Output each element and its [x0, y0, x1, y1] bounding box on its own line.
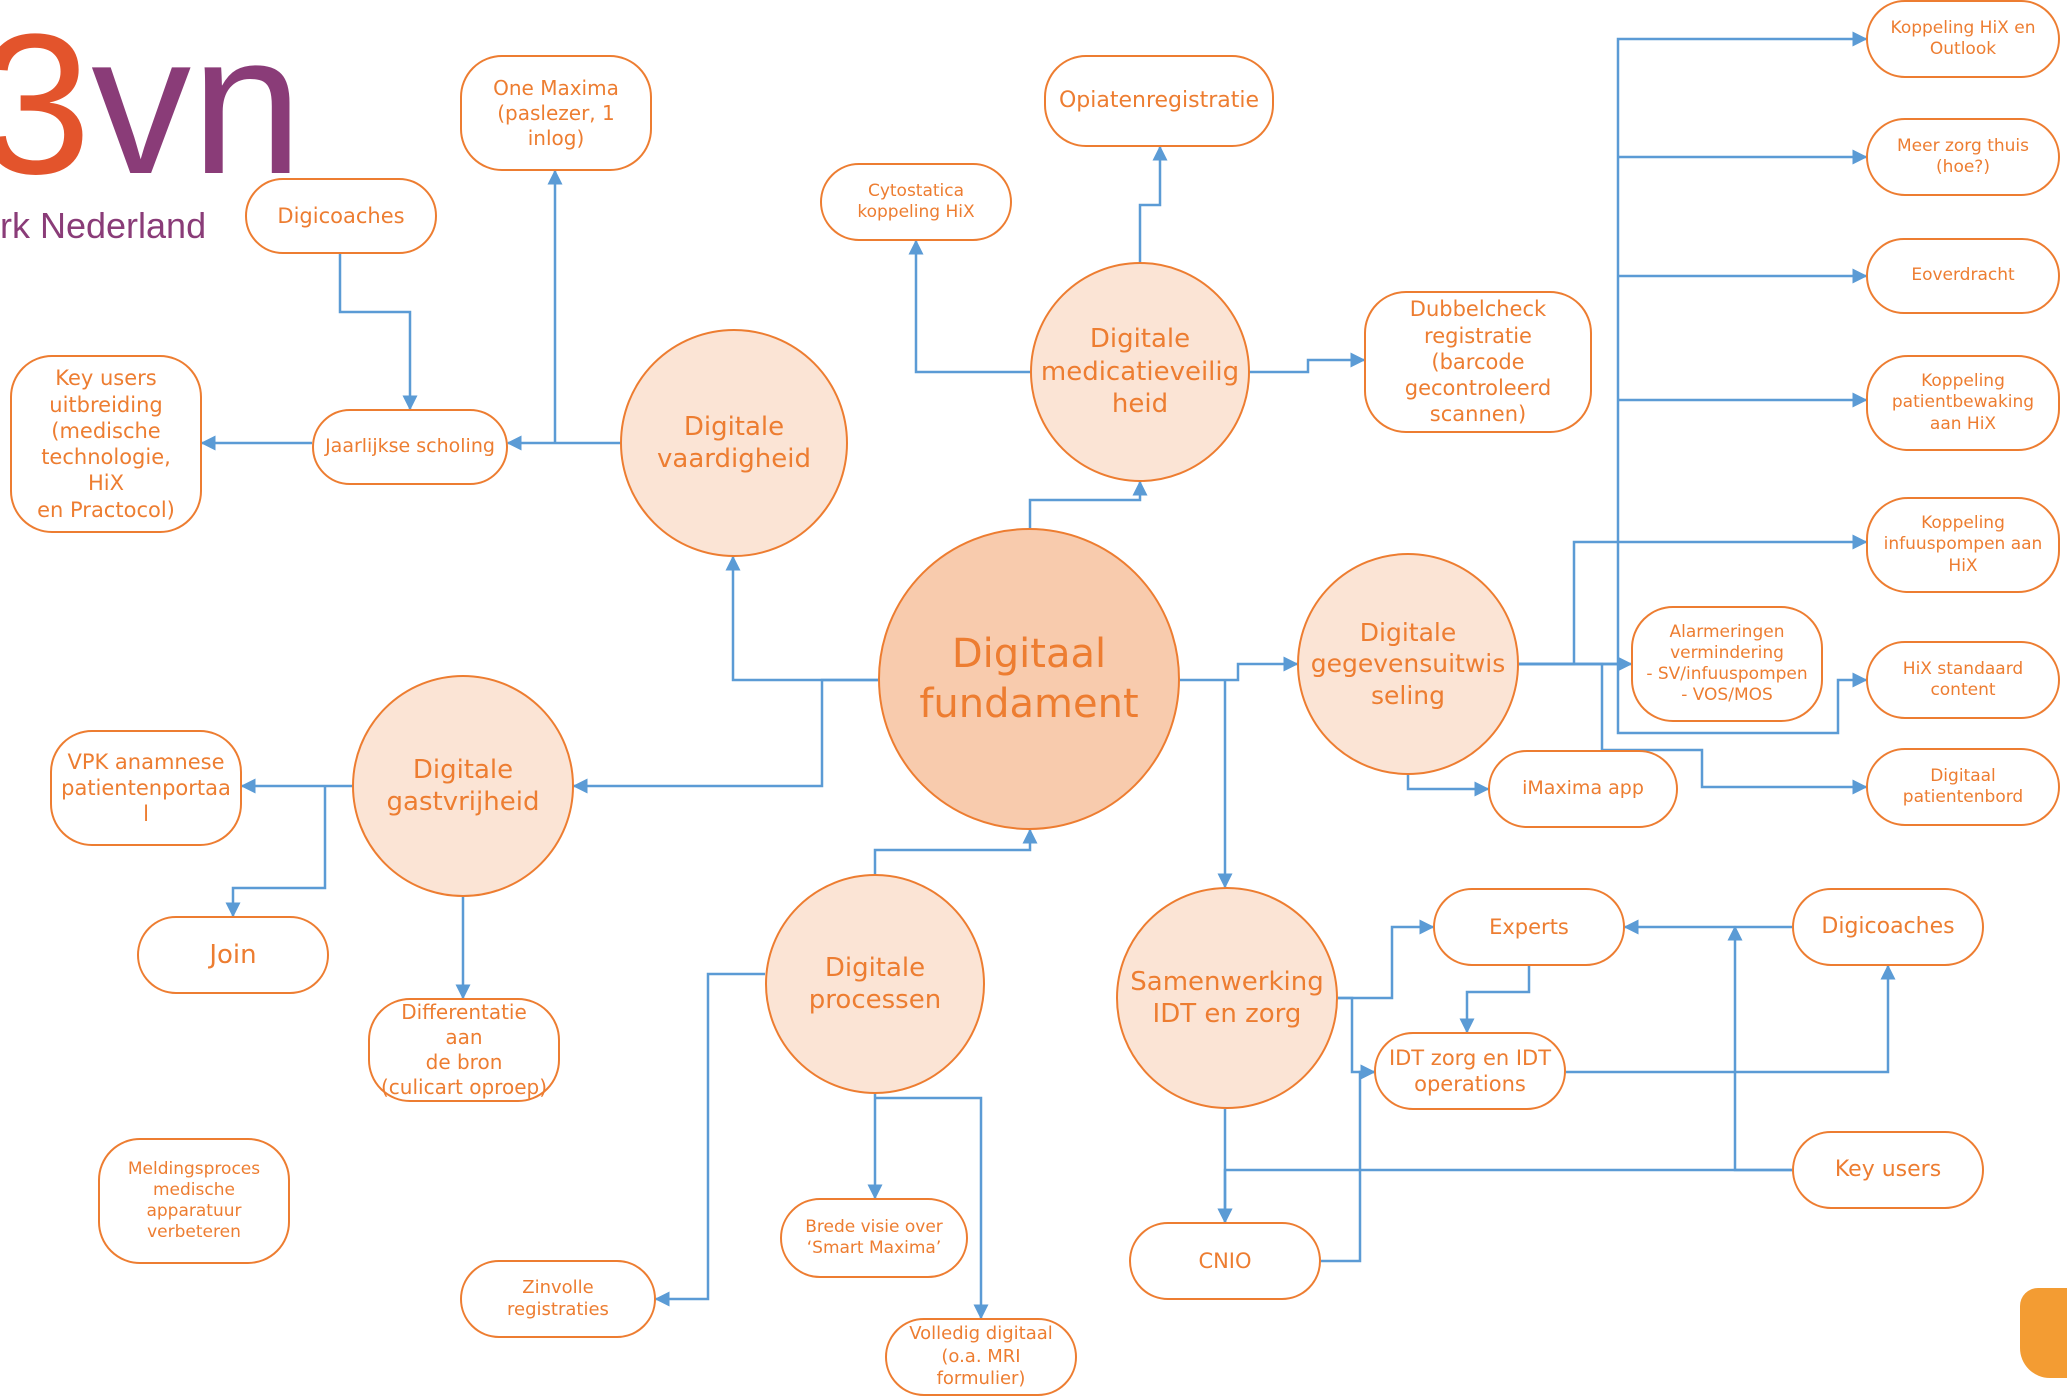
node-digitaal-fundament: Digitaal fundament: [878, 528, 1180, 830]
connector-cnio-to-idtzorg: [1321, 1064, 1376, 1263]
connector-gastvrijheid-to-join: [225, 786, 327, 918]
node-koppeling-patientbewaking: Koppeling patientbewaking aan HiX: [1866, 355, 2060, 451]
node-differentatie: Differentatie aan de bron (culicart opro…: [368, 998, 560, 1102]
node-samenwerking-idt-zorg: Samenwerking IDT en zorg: [1116, 887, 1338, 1109]
node-meer-zorg-thuis: Meer zorg thuis (hoe?): [1866, 118, 2060, 196]
logo-mark: 3vn: [0, 5, 302, 205]
node-alarmeringen: Alarmeringen vermindering - SV/infuuspom…: [1631, 606, 1823, 722]
connector-gegevens-to-patientenbord: [1519, 662, 1868, 795]
node-digitale-gastvrijheid: Digitale gastvrijheid: [352, 675, 574, 897]
connector-keyusers-to-cnio: [1217, 1168, 1792, 1224]
node-volledig-digitaal: Volledig digitaal (o.a. MRI formulier): [885, 1318, 1077, 1396]
logo-letters: vn: [91, 0, 303, 216]
connector-center-to-medicatie: [1028, 480, 1148, 528]
node-experts: Experts: [1433, 888, 1625, 966]
node-cnio: CNIO: [1129, 1222, 1321, 1300]
node-imaxima-app: iMaxima app: [1488, 750, 1678, 828]
crest-logo: [2020, 1288, 2067, 1378]
connector-center-to-gastvrijheid: [572, 678, 878, 794]
node-koppeling-outlook: Koppeling HiX en Outlook: [1866, 0, 2060, 78]
node-koppeling-infuuspompen: Koppeling infuuspompen aan HiX: [1866, 497, 2060, 593]
node-idt-zorg-operations: IDT zorg en IDT operations: [1374, 1032, 1566, 1110]
connector-experts-to-idtzorg: [1459, 966, 1531, 1034]
node-one-maxima: One Maxima (paslezer, 1 inlog): [460, 55, 652, 171]
connector-processen-to-volledig: [875, 1096, 989, 1320]
node-digitaal-patientenbord: Digitaal patientenbord: [1866, 748, 2060, 826]
node-digitale-vaardigheid: Digitale vaardigheid: [620, 329, 848, 557]
node-dubbelcheck: Dubbelcheck registratie (barcode gecontr…: [1364, 291, 1592, 433]
connector-medicatie-to-opiaten: [1138, 145, 1168, 262]
connector-medicatie-to-dubbelcheck: [1250, 352, 1366, 374]
logo-subtitle: rk Nederland: [0, 205, 207, 246]
logo-digit: 3: [0, 0, 92, 216]
connector-processen-to-zinvolle: [654, 972, 765, 1307]
node-join: Join: [137, 916, 329, 994]
node-digicoaches-top: Digicoaches: [245, 178, 437, 254]
connector-digicoaches-to-scholing: [338, 254, 418, 411]
node-eoverdracht: Eoverdracht: [1866, 238, 2060, 314]
connector-samenwerking-to-idtzorg: [1338, 996, 1376, 1080]
node-key-users-uitbreiding: Key users uitbreiding (medische technolo…: [10, 355, 202, 533]
connector-center-to-gegevens: [1180, 656, 1299, 682]
node-smart-maxima: Brede visie over ‘Smart Maxima’: [780, 1198, 968, 1278]
node-vpk-anamnese: VPK anamnese patientenportaa l: [50, 730, 242, 846]
node-jaarlijkse-scholing: Jaarlijkse scholing: [312, 409, 508, 485]
node-digitale-gegevensuitwisseling: Digitale gegevensuitwis seling: [1297, 553, 1519, 775]
connector-processen-to-center: [873, 828, 1038, 874]
node-opiatenregistratie: Opiatenregistratie: [1044, 55, 1274, 147]
node-zinvolle-registraties: Zinvolle registraties: [460, 1260, 656, 1338]
connector-center-to-vaardigheid: [725, 555, 878, 682]
connector-gegevens-to-imaxima: [1406, 775, 1490, 797]
node-meldingsproces: Meldingsproces medische apparatuur verbe…: [98, 1138, 290, 1264]
node-hix-standaard-content: HiX standaard content: [1866, 641, 2060, 719]
node-digitale-medicatieveiligheid: Digitale medicatieveilig heid: [1030, 262, 1250, 482]
node-digicoaches-right: Digicoaches: [1792, 888, 1984, 966]
connector-samenwerking-to-experts: [1338, 919, 1435, 1000]
connector-keyusers-to-experts: [1727, 925, 1792, 1172]
connector-medicatie-to-cytostatica: [908, 239, 1030, 374]
node-digitale-processen: Digitale processen: [765, 874, 985, 1094]
connector-idtzorg-to-digicoaches: [1566, 964, 1896, 1074]
node-cytostatica: Cytostatica koppeling HiX: [820, 163, 1012, 241]
node-key-users: Key users: [1792, 1131, 1984, 1209]
